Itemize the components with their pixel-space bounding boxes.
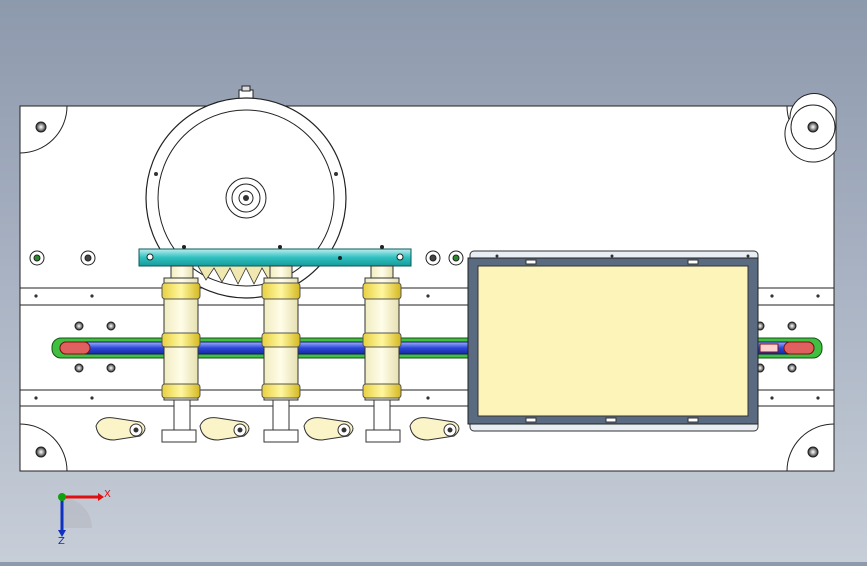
- clamp-handle: [95, 417, 146, 441]
- feed-rollers: [161, 265, 402, 443]
- clamp-handles: [95, 417, 460, 441]
- corner-screws: [35, 121, 819, 458]
- clamp-handle: [199, 417, 250, 441]
- clamp-handle: [409, 417, 460, 441]
- triad-x-label: X: [104, 489, 111, 500]
- view-orientation-triad: X Z: [58, 489, 111, 547]
- roller: [362, 265, 402, 443]
- mounting-bolts: [29, 250, 464, 266]
- clamp-handle: [303, 417, 354, 441]
- saw-blade-guard: [145, 85, 347, 299]
- output-tray: [467, 250, 759, 432]
- roller: [261, 265, 301, 443]
- roller: [161, 265, 201, 443]
- triad-z-label: Z: [58, 536, 65, 547]
